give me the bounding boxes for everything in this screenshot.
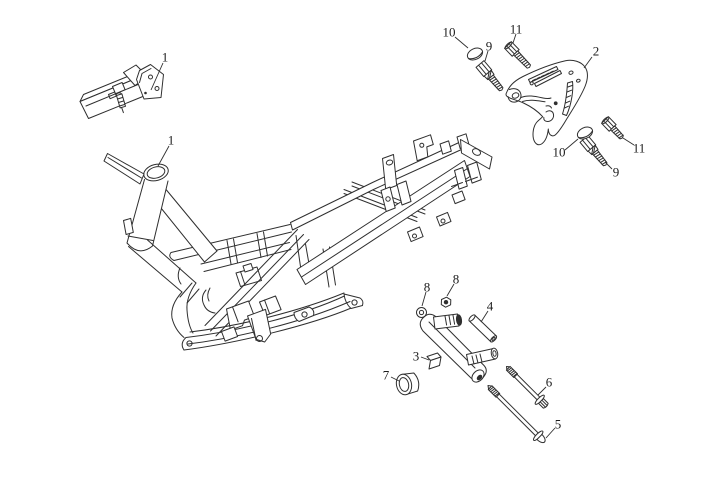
leader-line [480, 310, 489, 323]
part-label-11: 11 [633, 141, 646, 156]
part-9-bolt-drawing [475, 60, 504, 92]
leader-line [583, 56, 593, 69]
part-label-10: 10 [553, 145, 566, 160]
leader-line [150, 62, 164, 91]
frame-drawing [103, 133, 493, 351]
part-2-cover-drawing [505, 59, 588, 146]
part-label-3: 3 [413, 349, 420, 364]
part-8-washer-drawing [416, 307, 427, 318]
part-label-9: 9 [486, 39, 493, 54]
part-label-9: 9 [613, 165, 620, 180]
part-11-bolt-drawing [601, 116, 624, 140]
part-10-cap-drawing [576, 126, 594, 140]
part-3-link-drawing [419, 313, 499, 383]
part-4-pin-drawing [468, 314, 498, 343]
leader-line [454, 36, 469, 49]
leader-line [390, 376, 400, 382]
leader-line [564, 138, 579, 151]
part-6-bolt-drawing [505, 365, 549, 409]
leader-line [420, 356, 430, 361]
leader-line [484, 50, 489, 62]
part-label-6: 6 [546, 375, 553, 390]
leader-line [545, 427, 556, 439]
leader-line [512, 33, 517, 44]
part-11-bolt-drawing [504, 41, 531, 69]
part-label-1: 1 [168, 133, 175, 148]
part-label-4: 4 [487, 299, 494, 314]
part-10-cap-drawing [466, 47, 484, 61]
part-label-8: 8 [453, 272, 460, 287]
part-label-1: 1 [162, 50, 169, 65]
leader-line [537, 386, 547, 396]
part-label-10: 10 [443, 25, 456, 40]
leader-line [622, 137, 635, 146]
leader-line [446, 283, 455, 297]
leader-line [421, 291, 427, 307]
leader-line [604, 161, 613, 170]
part-7-bushing-drawing [395, 372, 420, 396]
leader-line [157, 145, 170, 167]
part-9-bolt-drawing [579, 135, 608, 167]
part-8-nut-drawing [440, 296, 452, 308]
part-5-bolt-drawing [487, 385, 546, 444]
part-label-2: 2 [593, 44, 600, 59]
part-label-11: 11 [510, 22, 523, 37]
part-label-8: 8 [424, 280, 431, 295]
part-1-bracket-drawing [79, 64, 164, 119]
part-label-7: 7 [383, 368, 390, 383]
part-label-5: 5 [555, 417, 562, 432]
